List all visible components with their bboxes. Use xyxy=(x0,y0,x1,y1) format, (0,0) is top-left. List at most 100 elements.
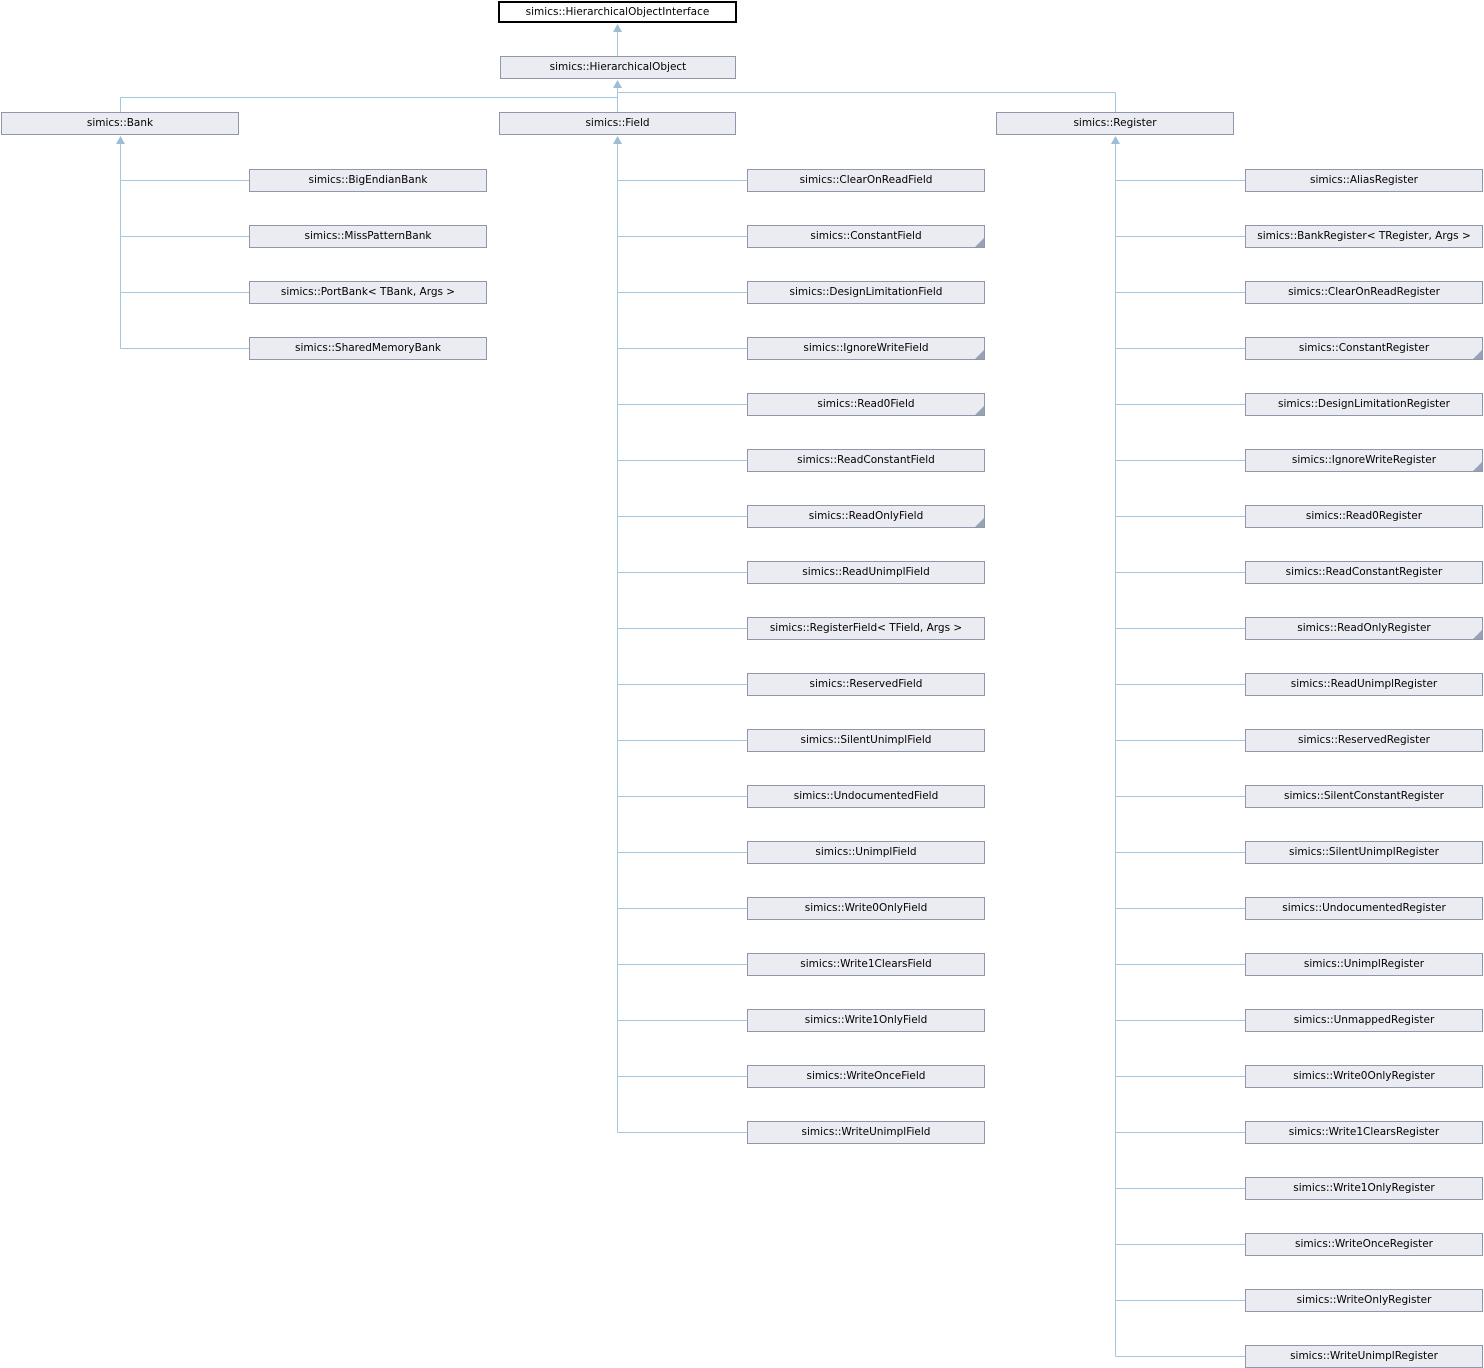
class-name-label: simics::AliasRegister xyxy=(1309,174,1418,187)
class-name-label: simics::ReadUnimplField xyxy=(802,566,930,579)
root-class-node: simics::HierarchicalObjectInterface xyxy=(498,1,737,23)
class-name-label: simics::ReadConstantField xyxy=(797,454,935,467)
arrowhead-up-icon xyxy=(613,80,622,88)
class-name-label: simics::DesignLimitationField xyxy=(789,286,943,299)
class-node[interactable]: simics::SilentConstantRegister xyxy=(1245,785,1483,808)
class-node[interactable]: simics::BankRegister< TRegister, Args > xyxy=(1245,225,1483,248)
class-node[interactable]: simics::ReadConstantField xyxy=(747,449,985,472)
class-node[interactable]: simics::UndocumentedRegister xyxy=(1245,897,1483,920)
class-node[interactable]: simics::UnimplRegister xyxy=(1245,953,1483,976)
class-name-label: simics::SilentUnimplRegister xyxy=(1289,846,1439,859)
truncated-fold-icon xyxy=(975,238,984,247)
class-name-label: simics::ClearOnReadRegister xyxy=(1288,286,1440,299)
class-node[interactable]: simics::Read0Field xyxy=(747,393,985,416)
class-node[interactable]: simics::ReservedField xyxy=(747,673,985,696)
class-name-label: simics::Write1OnlyField xyxy=(804,1014,928,1027)
class-name-label: simics::Write1ClearsRegister xyxy=(1288,1126,1440,1139)
class-name-label: simics::UnimplField xyxy=(815,846,917,859)
class-node[interactable]: simics::Write1ClearsRegister xyxy=(1245,1121,1483,1144)
class-node[interactable]: simics::UndocumentedField xyxy=(747,785,985,808)
class-name-label: simics::UndocumentedField xyxy=(793,790,939,803)
class-node[interactable]: simics::ConstantField xyxy=(747,225,985,248)
class-node[interactable]: simics::Write0OnlyField xyxy=(747,897,985,920)
class-name-label: simics::RegisterField< TField, Args > xyxy=(769,622,963,635)
class-node[interactable]: simics::UnmappedRegister xyxy=(1245,1009,1483,1032)
class-name-label: simics::ReadOnlyField xyxy=(808,510,924,523)
parent-class-node-bank[interactable]: simics::Bank xyxy=(1,112,239,135)
class-name-label: simics::SilentConstantRegister xyxy=(1283,790,1445,803)
class-node[interactable]: simics::IgnoreWriteRegister xyxy=(1245,449,1483,472)
truncated-fold-icon xyxy=(975,406,984,415)
class-node[interactable]: simics::Read0Register xyxy=(1245,505,1483,528)
class-name-label: simics::ConstantField xyxy=(810,230,922,243)
class-node[interactable]: simics::ReservedRegister xyxy=(1245,729,1483,752)
class-name-label: simics::UnmappedRegister xyxy=(1293,1014,1435,1027)
class-name-label: simics::BigEndianBank xyxy=(308,174,428,187)
class-name-label: simics::BankRegister< TRegister, Args > xyxy=(1257,230,1471,243)
class-name-label: simics::Field xyxy=(585,117,650,130)
class-name-label: simics::UndocumentedRegister xyxy=(1282,902,1446,915)
truncated-fold-icon xyxy=(975,518,984,527)
class-node[interactable]: simics::MissPatternBank xyxy=(249,225,487,248)
class-node[interactable]: simics::UnimplField xyxy=(747,841,985,864)
class-node[interactable]: simics::ReadOnlyField xyxy=(747,505,985,528)
class-name-label: simics::Read0Register xyxy=(1305,510,1423,523)
arrowhead-up-icon xyxy=(613,24,622,32)
base-class-node[interactable]: simics::HierarchicalObject xyxy=(500,56,736,79)
class-node[interactable]: simics::PortBank< TBank, Args > xyxy=(249,281,487,304)
class-node[interactable]: simics::ReadConstantRegister xyxy=(1245,561,1483,584)
class-node[interactable]: simics::DesignLimitationRegister xyxy=(1245,393,1483,416)
class-node[interactable]: simics::AliasRegister xyxy=(1245,169,1483,192)
class-node[interactable]: simics::ConstantRegister xyxy=(1245,337,1483,360)
class-name-label: simics::WriteUnimplRegister xyxy=(1290,1350,1438,1363)
class-node[interactable]: simics::ReadOnlyRegister xyxy=(1245,617,1483,640)
class-node[interactable]: simics::ReadUnimplField xyxy=(747,561,985,584)
class-node[interactable]: simics::ClearOnReadField xyxy=(747,169,985,192)
class-node[interactable]: simics::BigEndianBank xyxy=(249,169,487,192)
class-name-label: simics::Write0OnlyRegister xyxy=(1293,1070,1435,1083)
class-node[interactable]: simics::DesignLimitationField xyxy=(747,281,985,304)
class-name-label: simics::ReadOnlyRegister xyxy=(1297,622,1431,635)
class-node[interactable]: simics::Write0OnlyRegister xyxy=(1245,1065,1483,1088)
class-node[interactable]: simics::ClearOnReadRegister xyxy=(1245,281,1483,304)
class-name-label: simics::ReservedRegister xyxy=(1298,734,1430,747)
class-node[interactable]: simics::WriteUnimplField xyxy=(747,1121,985,1144)
class-name-label: simics::PortBank< TBank, Args > xyxy=(280,286,456,299)
class-name-label: simics::Bank xyxy=(86,117,154,130)
class-name-label: simics::IgnoreWriteField xyxy=(803,342,929,355)
truncated-fold-icon xyxy=(1473,462,1482,471)
class-node[interactable]: simics::WriteUnimplRegister xyxy=(1245,1345,1483,1368)
parent-class-node-field[interactable]: simics::Field xyxy=(499,112,736,135)
class-node[interactable]: simics::SilentUnimplField xyxy=(747,729,985,752)
class-node[interactable]: simics::SilentUnimplRegister xyxy=(1245,841,1483,864)
class-name-label: simics::DesignLimitationRegister xyxy=(1278,398,1450,411)
class-node[interactable]: simics::ReadUnimplRegister xyxy=(1245,673,1483,696)
class-node[interactable]: simics::Write1ClearsField xyxy=(747,953,985,976)
truncated-fold-icon xyxy=(975,350,984,359)
arrowhead-up-icon xyxy=(116,136,125,144)
truncated-fold-icon xyxy=(1473,350,1482,359)
class-name-label: simics::ReadUnimplRegister xyxy=(1290,678,1438,691)
class-node[interactable]: simics::WriteOnceRegister xyxy=(1245,1233,1483,1256)
class-name-label: simics::WriteOnlyRegister xyxy=(1296,1294,1432,1307)
class-node[interactable]: simics::WriteOnceField xyxy=(747,1065,985,1088)
class-name-label: simics::UnimplRegister xyxy=(1303,958,1425,971)
class-name-label: simics::ClearOnReadField xyxy=(799,174,933,187)
class-name-label: simics::WriteUnimplField xyxy=(801,1126,931,1139)
class-node[interactable]: simics::Write1OnlyField xyxy=(747,1009,985,1032)
class-name-label: simics::SharedMemoryBank xyxy=(295,342,441,355)
class-name-label: simics::ConstantRegister xyxy=(1298,342,1430,355)
parent-class-node-register[interactable]: simics::Register xyxy=(996,112,1234,135)
class-node[interactable]: simics::RegisterField< TField, Args > xyxy=(747,617,985,640)
class-node[interactable]: simics::WriteOnlyRegister xyxy=(1245,1289,1483,1312)
class-node[interactable]: simics::IgnoreWriteField xyxy=(747,337,985,360)
class-name-label: simics::Write1ClearsField xyxy=(800,958,932,971)
class-name-label: simics::HierarchicalObjectInterface xyxy=(525,5,710,18)
class-name-label: simics::Write0OnlyField xyxy=(804,902,928,915)
class-name-label: simics::MissPatternBank xyxy=(304,230,432,243)
class-name-label: simics::SilentUnimplField xyxy=(800,734,932,747)
class-name-label: simics::HierarchicalObject xyxy=(549,61,687,74)
class-node[interactable]: simics::Write1OnlyRegister xyxy=(1245,1177,1483,1200)
class-node[interactable]: simics::SharedMemoryBank xyxy=(249,337,487,360)
